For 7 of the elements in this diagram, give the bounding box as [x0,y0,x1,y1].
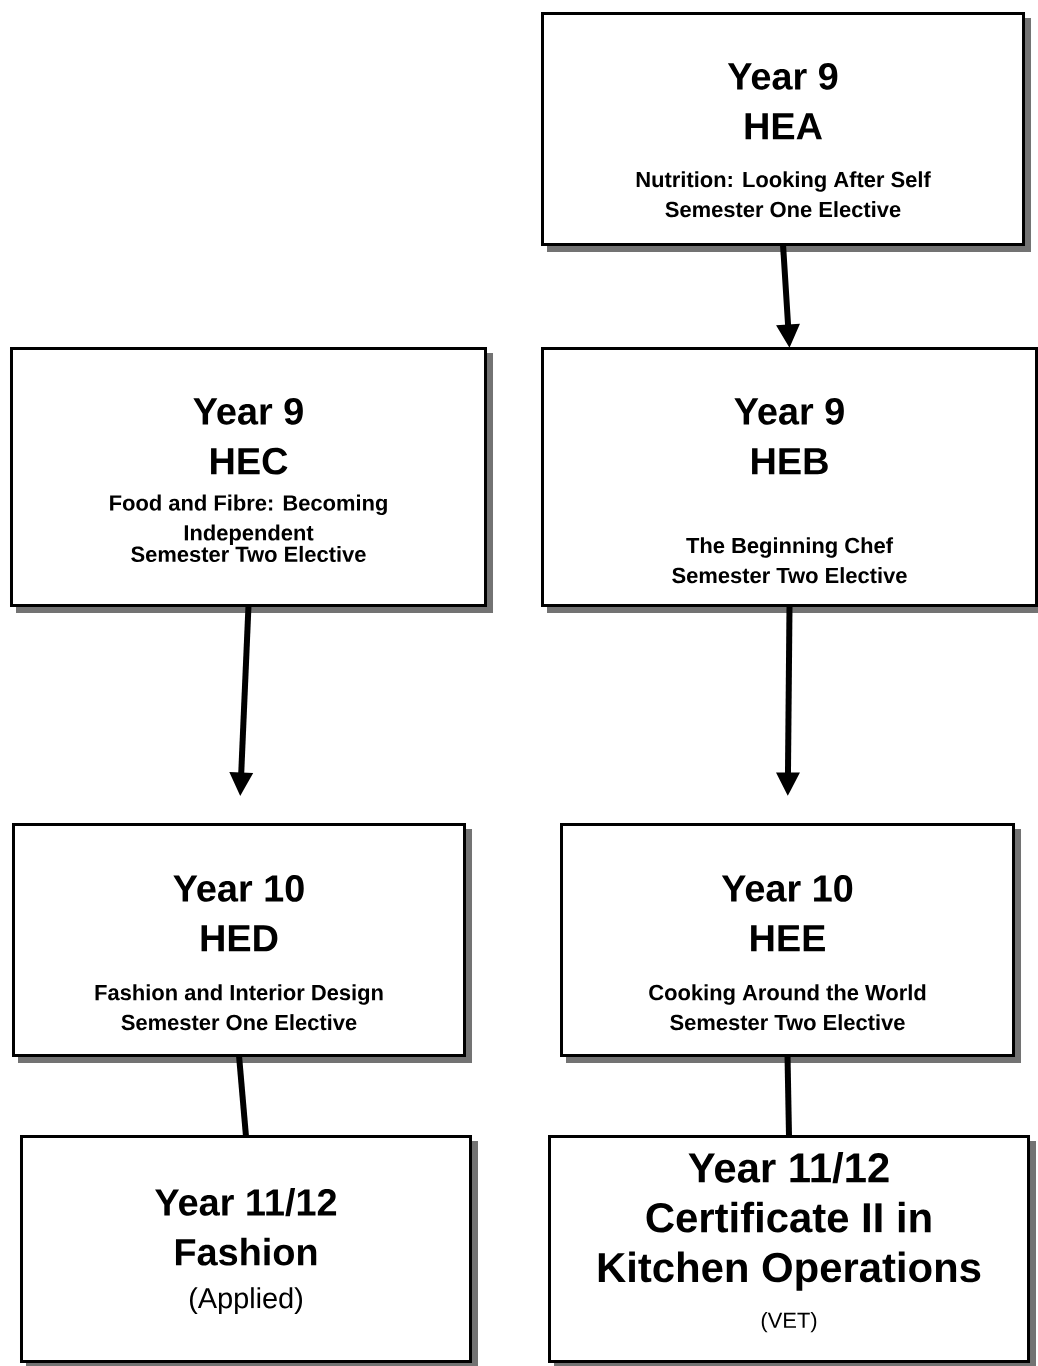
process-box: Year 11/12 Certificate II in Kitchen Operations (VET) [548,1135,1036,1366]
process-box: Year 9 HEC Food and Fibre: Becoming Independent Semester Two Elective [10,347,493,613]
process-box: Year 10 HED Fashion and Interior Design Semester One Elective [12,823,472,1063]
process-box: Year 9 HEB The Beginning Chef Semester Two Elective [541,347,1038,613]
process-box: Year 9 HEA Nutrition: Looking After Self Semester One Elective [541,12,1031,252]
process-box: Year 10 HEE Cooking Around the World Semester Two Elective [560,823,1021,1063]
process-box: Year 11/12 Fashion (Applied) [20,1135,478,1366]
